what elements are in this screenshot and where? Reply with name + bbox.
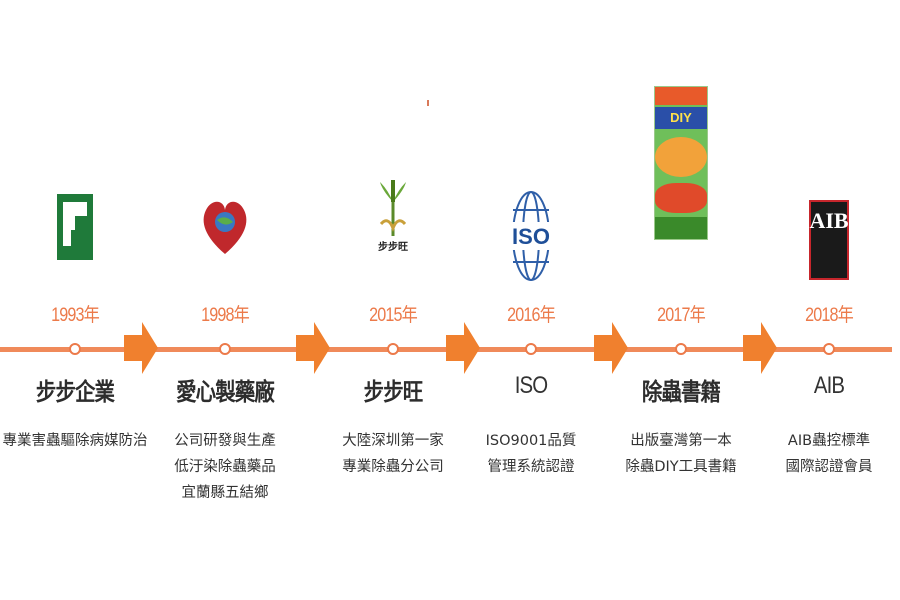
description-line: 專業除蟲分公司	[342, 459, 444, 475]
logo-text: DIY	[655, 107, 707, 129]
logo-text: 步步旺	[378, 242, 408, 253]
description-line: ISO9001品質	[485, 433, 577, 449]
year-label: 1993年	[51, 305, 100, 326]
timeline-dot	[525, 343, 537, 355]
timeline-dot	[387, 343, 399, 355]
timeline-dot	[675, 343, 687, 355]
arrow-right-icon	[594, 322, 628, 374]
description-line: 宜蘭縣五結鄉	[181, 485, 269, 501]
description-line: 低汙染除蟲藥品	[174, 459, 276, 475]
node-title: 愛心製藥廠	[176, 378, 275, 406]
logo-text: AIB	[809, 208, 849, 233]
node-title: AIB	[813, 372, 845, 399]
year-label: 2017年	[657, 305, 706, 326]
arrow-right-icon	[124, 322, 158, 374]
node-title: ISO	[514, 372, 548, 399]
timeline-dot	[823, 343, 835, 355]
year-label: 2016年	[507, 305, 556, 326]
book-cover-icon: DIY	[654, 86, 708, 240]
palm-tree-logo-icon: 步步旺	[378, 180, 408, 253]
logo-text: ISO	[512, 224, 550, 249]
green-square-logo-icon	[57, 194, 93, 260]
timeline-dot	[69, 343, 81, 355]
aib-logo-icon: AIB	[809, 200, 849, 280]
node-description: ISO9001品質 管理系統認證	[456, 428, 606, 480]
node-title: 除蟲書籍	[641, 378, 721, 406]
node-title: 步步企業	[35, 378, 115, 406]
description-line: 出版臺灣第一本	[630, 433, 732, 449]
year-label: 2018年	[805, 305, 854, 326]
year-label: 2015年	[369, 305, 418, 326]
description-line: 除蟲DIY工具書籍	[625, 459, 737, 475]
node-description: AIB蟲控標準 國際認證會員	[754, 428, 900, 480]
description-line: AIB蟲控標準	[787, 433, 871, 449]
description-line: 國際認證會員	[785, 459, 873, 475]
iso-globe-logo-icon: ISO	[511, 190, 551, 282]
description-line: 公司研發與生產	[174, 433, 276, 449]
heart-globe-logo-icon	[200, 192, 250, 260]
arrow-right-icon	[446, 322, 480, 374]
description-line: 大陸深圳第一家	[342, 433, 444, 449]
timeline-dot	[219, 343, 231, 355]
description-line: 專業害蟲驅除病媒防治	[2, 433, 148, 449]
arrow-right-icon	[296, 322, 330, 374]
node-description: 出版臺灣第一本 除蟲DIY工具書籍	[606, 428, 756, 480]
node-description: 公司研發與生產 低汙染除蟲藥品 宜蘭縣五結鄉	[150, 428, 300, 506]
node-description: 專業害蟲驅除病媒防治	[0, 428, 150, 454]
arrow-right-icon	[743, 322, 777, 374]
node-title: 步步旺	[363, 378, 424, 406]
decorative-mark	[427, 100, 429, 106]
description-line: 管理系統認證	[487, 459, 575, 475]
year-label: 1998年	[201, 305, 250, 326]
node-description: 大陸深圳第一家 專業除蟲分公司	[318, 428, 468, 480]
